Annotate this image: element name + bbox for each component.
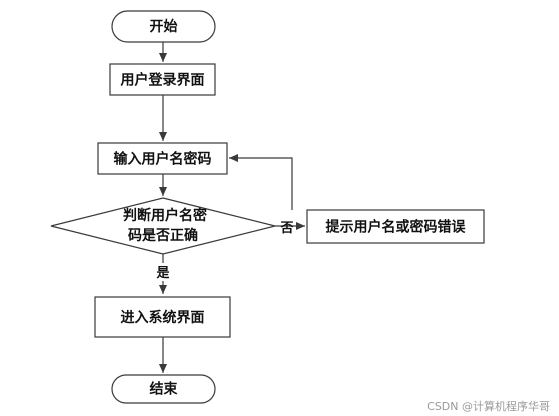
enter-system-node: 进入系统界面 (94, 296, 231, 338)
error-prompt-node: 提示用户名或密码错误 (306, 209, 485, 244)
login-page-label: 用户登录界面 (121, 72, 205, 89)
decision-label-line1: 判断用户名密 (123, 207, 207, 224)
enter-system-label: 进入系统界面 (121, 309, 205, 326)
yes-edge-label: 是 (155, 266, 170, 281)
start-label: 开始 (150, 18, 178, 35)
login-page-node: 用户登录界面 (109, 63, 216, 96)
no-edge-label: 否 (279, 221, 293, 236)
credential-check-decision: 判断用户名密 码是否正确 (50, 197, 276, 255)
yes-label-backdrop (153, 263, 173, 281)
end-terminal: 结束 (111, 374, 216, 404)
end-label: 结束 (150, 381, 179, 398)
start-terminal: 开始 (111, 10, 216, 43)
watermark-text: CSDN @计算机程序华哥 (427, 399, 550, 413)
decision-label-line2: 码是否正确 (128, 227, 198, 244)
input-credentials-node: 输入用户名密码 (97, 142, 228, 175)
error-prompt-label: 提示用户名或密码错误 (326, 219, 467, 236)
input-credentials-label: 输入用户名密码 (114, 151, 212, 168)
edge-error-to-input (229, 154, 293, 210)
